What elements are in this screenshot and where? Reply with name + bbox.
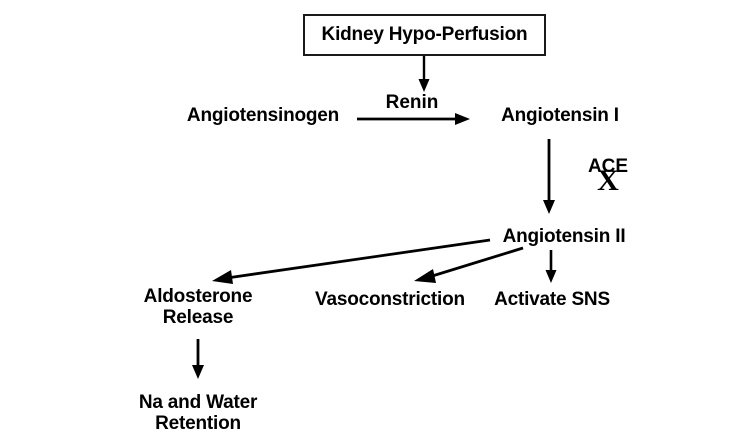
node-na-and-water-retention: Na and Water Retention [138,392,258,435]
node-vasoconstriction: Vasoconstriction [315,289,465,310]
node-angiotensin-i: Angiotensin I [501,105,619,126]
node-angiotensin-ii: Angiotensin II [502,226,626,247]
edge-label-ace-crossed-out: ACE X [570,157,646,213]
edge-angiotensin2-to-aldosterone [212,238,491,284]
ace-label: ACE [587,156,629,177]
node-aldosterone-release: Aldosterone Release [143,286,253,329]
node-activate-sns: Activate SNS [494,289,610,310]
edge-angiotensin2-to-vasoconstriction [414,246,524,283]
edge-angiotensinogen-to-angiotensin1 [357,113,470,125]
cross-out-x-icon: X [597,164,619,197]
edge-label-renin: Renin [385,92,439,113]
edge-angiotensin1-to-angiotensin2 [543,139,555,214]
node-angiotensinogen: Angiotensinogen [186,105,340,126]
edge-angiotensin2-to-sns [545,250,557,283]
node-kidney-hypo-perfusion: Kidney Hypo-Perfusion [303,14,546,56]
edge-kidney-to-renin [418,56,430,92]
edge-aldosterone-to-retention [192,339,204,379]
